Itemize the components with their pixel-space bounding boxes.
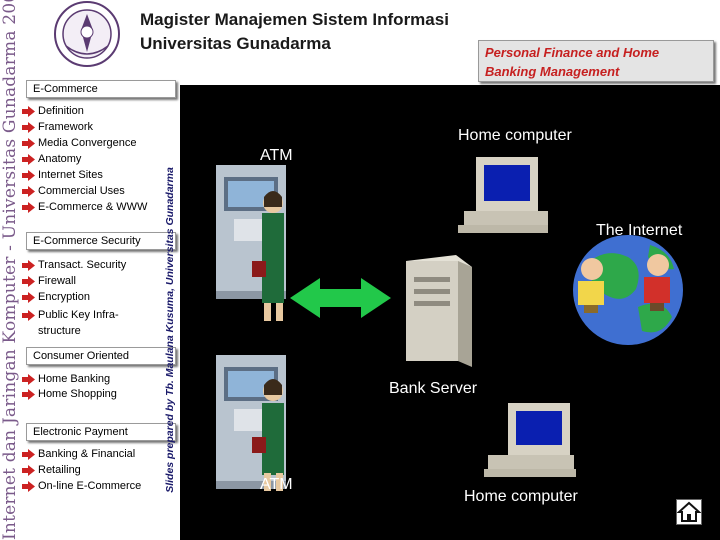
section-ecommerce[interactable]: E-Commerce xyxy=(26,80,176,98)
menu-item-transact-security[interactable]: Transact. Security xyxy=(22,258,126,274)
page-title-line2: Universitas Gunadarma xyxy=(140,34,331,53)
home-computer-top-label: Home computer xyxy=(458,127,572,144)
menu-item-label: Firewall xyxy=(38,275,76,287)
arrow-right-icon xyxy=(22,310,35,321)
arrow-right-icon xyxy=(22,449,35,460)
arrow-right-icon xyxy=(22,106,35,117)
menu-item-label: Banking & Financial xyxy=(38,448,136,460)
section-ecommerce-security[interactable]: E-Commerce Security xyxy=(26,232,176,250)
home-banking-diagram: ATM Home computer The Internet Bank Serv… xyxy=(180,85,720,540)
arrow-right-icon xyxy=(22,389,35,400)
slide-menu: E-Commerce Definition Framework Media Co… xyxy=(20,79,176,540)
menu-item-label: Anatomy xyxy=(38,153,82,165)
menu-item-commercial-uses[interactable]: Commercial Uses xyxy=(22,184,125,200)
atm-bottom-illustration xyxy=(216,355,286,491)
atm-top-illustration xyxy=(216,165,286,321)
menu-item-encryption[interactable]: Encryption xyxy=(22,290,90,306)
menu-item-media-convergence[interactable]: Media Convergence xyxy=(22,136,136,152)
menu-item-retailing[interactable]: Retailing xyxy=(22,463,81,479)
topic-box: Personal Finance and Home Banking Manage… xyxy=(478,40,714,82)
menu-item-public-key[interactable]: Public Key Infra- xyxy=(22,308,119,324)
arrow-right-icon xyxy=(22,138,35,149)
arrow-right-icon xyxy=(22,374,35,385)
arrow-right-icon xyxy=(22,481,35,492)
menu-item-label: On-line E-Commerce xyxy=(38,480,142,492)
menu-item-home-shopping[interactable]: Home Shopping xyxy=(22,387,117,403)
menu-item-label: Retailing xyxy=(38,464,81,476)
section-consumer-oriented[interactable]: Consumer Oriented xyxy=(26,347,176,365)
menu-item-ecommerce-www[interactable]: E-Commerce & WWW xyxy=(22,200,147,216)
person-left-icon xyxy=(578,258,604,313)
left-vertical-strip: Internet dan Jaringan Komputer - Univers… xyxy=(0,0,20,540)
arrow-right-icon xyxy=(22,292,35,303)
topic-line2: Banking Management xyxy=(485,64,620,79)
menu-item-label: E-Commerce & WWW xyxy=(38,201,148,213)
menu-item-label: Home Banking xyxy=(38,373,111,385)
internet-label: The Internet xyxy=(596,222,683,239)
arrow-right-icon xyxy=(22,276,35,287)
topic-line1: Personal Finance and Home xyxy=(485,45,660,60)
menu-item-definition[interactable]: Definition xyxy=(22,104,84,120)
university-seal-icon xyxy=(52,0,122,68)
home-computer-bottom-label: Home computer xyxy=(464,488,578,505)
menu-item-label: Framework xyxy=(38,121,94,133)
menu-item-public-key-cont[interactable]: structure xyxy=(38,324,81,340)
arrow-right-icon xyxy=(22,186,35,197)
atm-top-label: ATM xyxy=(260,147,293,164)
arrow-right-icon xyxy=(22,154,35,165)
menu-item-label: Definition xyxy=(38,105,84,117)
home-computer-bottom-icon xyxy=(484,403,576,477)
person-right-icon xyxy=(644,254,670,311)
green-double-arrow-icon xyxy=(290,278,391,318)
menu-item-internet-sites[interactable]: Internet Sites xyxy=(22,168,103,184)
arrow-right-icon xyxy=(22,260,35,271)
menu-item-anatomy[interactable]: Anatomy xyxy=(22,152,81,168)
menu-item-label: Encryption xyxy=(38,291,90,303)
strip-text: Internet dan Jaringan Komputer - Univers… xyxy=(0,0,20,540)
atm-bottom-label: ATM xyxy=(260,476,293,493)
menu-item-label: structure xyxy=(38,325,81,337)
arrow-right-icon xyxy=(22,465,35,476)
menu-item-framework[interactable]: Framework xyxy=(22,120,93,136)
bank-server-label: Bank Server xyxy=(389,380,478,397)
menu-item-home-banking[interactable]: Home Banking xyxy=(22,372,110,388)
home-computer-top-icon xyxy=(458,157,548,233)
credit-text: Slides prepared by Tb. Maulana Kusuma, U… xyxy=(164,167,176,493)
arrow-right-icon xyxy=(22,170,35,181)
arrow-right-icon xyxy=(22,202,35,213)
section-electronic-payment[interactable]: Electronic Payment xyxy=(26,423,176,441)
menu-item-label: Public Key Infra- xyxy=(38,309,119,321)
menu-item-label: Transact. Security xyxy=(38,259,127,271)
menu-item-label: Commercial Uses xyxy=(38,185,125,197)
menu-item-banking-financial[interactable]: Banking & Financial xyxy=(22,447,135,463)
arrow-right-icon xyxy=(22,122,35,133)
menu-item-online-ecommerce[interactable]: On-line E-Commerce xyxy=(22,479,141,495)
home-icon[interactable] xyxy=(676,499,702,525)
menu-item-label: Media Convergence xyxy=(38,137,137,149)
menu-item-label: Internet Sites xyxy=(38,169,103,181)
menu-item-firewall[interactable]: Firewall xyxy=(22,274,76,290)
bank-server-icon xyxy=(406,255,472,367)
page-title-line1: Magister Manajemen Sistem Informasi xyxy=(140,10,449,29)
menu-item-label: Home Shopping xyxy=(38,388,117,400)
